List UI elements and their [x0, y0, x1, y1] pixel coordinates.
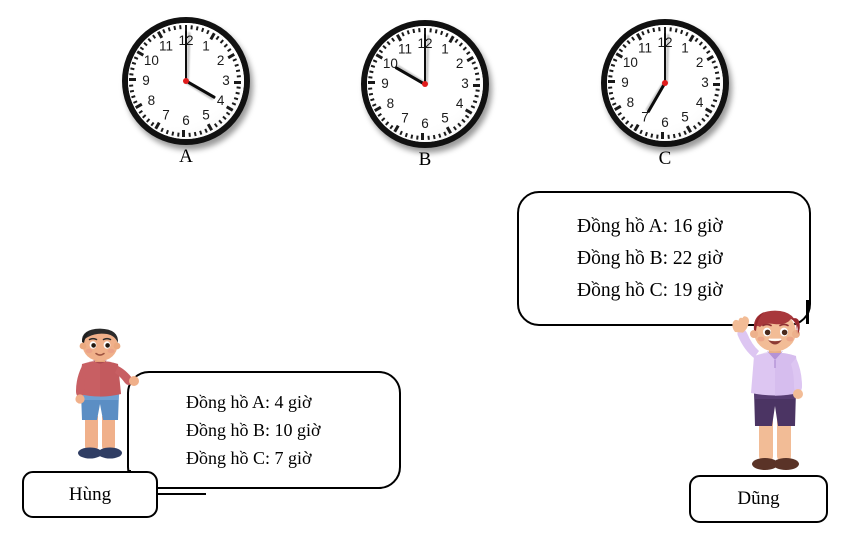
- clock-tick-major: [182, 130, 185, 137]
- clock-label-c: C: [658, 148, 672, 169]
- clock-numeral-3: 3: [222, 73, 230, 88]
- clock-tick-minor: [129, 73, 134, 76]
- clock-tick-minor: [475, 78, 480, 81]
- clock-tick-minor: [656, 134, 659, 139]
- clock-numeral-11: 11: [637, 40, 652, 56]
- clock-numeral-4: 4: [455, 96, 464, 111]
- clock-numeral-8: 8: [147, 93, 156, 108]
- bubble-line: Đồng hồ A: 16 giờ: [577, 215, 723, 237]
- clock-tick-major: [423, 28, 427, 35]
- clock-numeral-11: 11: [397, 41, 412, 57]
- clock-numeral-9: 9: [381, 76, 389, 91]
- clock-tick-minor: [429, 28, 432, 33]
- clock-center-dot: [662, 80, 668, 86]
- clock-numeral-8: 8: [626, 95, 635, 110]
- analog-clock-a: 123456789101112: [122, 17, 250, 145]
- clock-numeral-1: 1: [441, 41, 449, 57]
- clock-tick-minor: [416, 135, 419, 140]
- speech-bubble-tail-dung: [806, 300, 809, 324]
- clock-tick-minor: [608, 86, 613, 89]
- hung-illustration: [75, 328, 139, 459]
- minute-hand: [663, 33, 667, 83]
- clock-tick-minor: [608, 75, 613, 78]
- name-label-hung: Hùng: [22, 471, 158, 518]
- clock-numeral-11: 11: [158, 38, 173, 54]
- clock-label-a: A: [179, 146, 193, 167]
- clock-numeral-9: 9: [621, 75, 629, 90]
- clock-tick-minor: [667, 134, 670, 139]
- clock-tick-minor: [188, 132, 191, 137]
- clock-numeral-4: 4: [216, 93, 225, 108]
- clock-numeral-7: 7: [641, 109, 649, 125]
- clock-numeral-6: 6: [661, 115, 669, 130]
- clock-numeral-3: 3: [461, 76, 469, 91]
- speech-bubble-hung: Đồng hồ A: 4 giờ Đồng hồ B: 10 giờ Đồng …: [127, 371, 401, 489]
- minute-hand: [184, 31, 188, 81]
- clock-center-dot: [422, 81, 428, 87]
- clock-tick-minor: [715, 77, 720, 80]
- clock-numeral-7: 7: [401, 110, 409, 126]
- clock-numeral-5: 5: [441, 110, 449, 126]
- character-hung: [52, 328, 144, 462]
- clock-tick-minor: [129, 84, 134, 87]
- name-connector-line: [156, 493, 206, 496]
- bubble-line: Đồng hồ A: 4 giờ: [186, 392, 312, 412]
- analog-clock-b: 123456789101112: [361, 20, 489, 148]
- clock-group-a: 123456789101112: [122, 17, 250, 145]
- dung-illustration: [732, 310, 803, 470]
- clock-numeral-2: 2: [455, 56, 464, 71]
- bubble-line: Đồng hồ B: 22 giờ: [577, 247, 723, 269]
- clock-numeral-9: 9: [142, 73, 150, 88]
- clock-numeral-3: 3: [701, 75, 709, 90]
- clock-center-dot: [183, 78, 189, 84]
- clock-numeral-1: 1: [202, 38, 210, 54]
- bubble-line: Đồng hồ B: 10 giờ: [186, 420, 321, 440]
- clock-tick-minor: [177, 132, 180, 137]
- clock-tick-minor: [658, 27, 661, 32]
- clock-tick-minor: [236, 75, 241, 78]
- clock-numeral-4: 4: [695, 95, 704, 110]
- clock-numeral-7: 7: [162, 107, 170, 123]
- clock-tick-minor: [475, 89, 480, 92]
- bubble-line: Đồng hồ C: 19 giờ: [577, 279, 723, 301]
- clock-tick-major: [128, 78, 136, 81]
- clock-numeral-2: 2: [216, 53, 225, 68]
- clock-numeral-5: 5: [202, 107, 210, 123]
- clock-numeral-10: 10: [382, 56, 398, 71]
- clock-numeral-10: 10: [622, 55, 638, 70]
- clock-numeral-6: 6: [182, 113, 190, 128]
- clock-numeral-1: 1: [681, 40, 689, 56]
- clock-tick-minor: [179, 25, 182, 30]
- clock-numeral-5: 5: [681, 109, 689, 125]
- clock-group-c: 123456789101112: [601, 19, 729, 147]
- clock-numeral-6: 6: [421, 116, 429, 131]
- clock-tick-major: [607, 80, 615, 83]
- clock-tick-major: [661, 132, 664, 139]
- clock-numeral-2: 2: [695, 55, 704, 70]
- clock-tick-major: [663, 27, 667, 34]
- clock-label-b: B: [418, 149, 432, 170]
- speech-bubble-dung: Đồng hồ A: 16 giờ Đồng hồ B: 22 giờ Đồng…: [517, 191, 811, 326]
- clock-tick-minor: [236, 86, 241, 89]
- clock-tick-minor: [715, 88, 720, 91]
- analog-clock-c: 123456789101112: [601, 19, 729, 147]
- bubble-line: Đồng hồ C: 7 giờ: [186, 448, 312, 468]
- clock-numeral-8: 8: [386, 96, 395, 111]
- clock-tick-minor: [669, 27, 672, 32]
- clock-tick-minor: [368, 76, 373, 79]
- clock-tick-major: [184, 25, 188, 32]
- clock-tick-minor: [368, 87, 373, 90]
- clock-tick-minor: [418, 28, 421, 33]
- minute-hand: [423, 34, 427, 84]
- clock-tick-major: [367, 81, 375, 84]
- clock-group-b: 123456789101112: [361, 20, 489, 148]
- character-dung: [722, 308, 822, 478]
- clock-tick-minor: [427, 135, 430, 140]
- clock-tick-major: [421, 133, 424, 140]
- clock-numeral-10: 10: [143, 53, 159, 68]
- clock-tick-minor: [190, 25, 193, 30]
- name-label-dung: Dũng: [689, 475, 828, 523]
